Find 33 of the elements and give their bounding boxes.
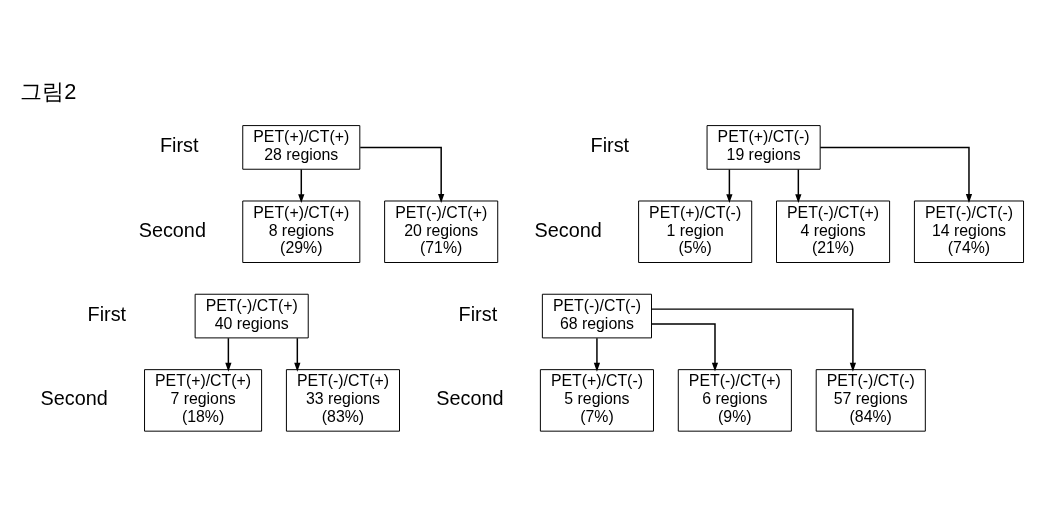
node-box: PET(-)/CT(+) 33 regions (83%)	[285, 369, 400, 432]
label: First	[458, 303, 498, 326]
arrow	[359, 146, 445, 204]
arrow	[298, 168, 305, 204]
arrow	[819, 146, 973, 204]
node-box: PET(-)/CT(-) 14 regions (74%)	[913, 200, 1025, 263]
node-box: PET(+)/CT(-) 19 regions	[706, 125, 821, 170]
label: Second	[534, 218, 602, 241]
node-box: PET(-)/CT(+) 6 regions (9%)	[677, 369, 792, 432]
node-box: PET(+)/CT(+) 7 regions (18%)	[144, 369, 263, 432]
node-box: PET(+)/CT(+) 28 regions	[242, 125, 361, 170]
node-box: PET(-)/CT(+) 40 regions	[194, 293, 309, 339]
arrow	[795, 168, 802, 204]
node-box: PET(+)/CT(+) 8 regions (29%)	[242, 200, 361, 263]
node-box: PET(-)/CT(+) 4 regions (21%)	[776, 200, 891, 263]
node-box: PET(+)/CT(-) 1 region (5%)	[638, 200, 753, 263]
label: First	[159, 134, 199, 157]
node-box: PET(-)/CT(+) 20 regions (71%)	[384, 200, 499, 263]
diagram-title: 그림2	[20, 79, 77, 105]
label: First	[590, 134, 630, 157]
arrow	[294, 337, 301, 372]
arrow	[593, 337, 601, 372]
label: Second	[40, 387, 108, 410]
label: Second	[138, 218, 206, 241]
label: First	[87, 303, 127, 326]
label: Second	[436, 387, 504, 410]
arrow	[650, 308, 857, 372]
node-box: PET(-)/CT(-) 68 regions	[541, 293, 652, 339]
node-box: PET(-)/CT(-) 57 regions (84%)	[815, 369, 926, 432]
arrow	[726, 168, 733, 204]
arrow	[651, 323, 719, 372]
arrow	[225, 337, 232, 372]
node-box: PET(+)/CT(-) 5 regions (7%)	[539, 369, 654, 432]
